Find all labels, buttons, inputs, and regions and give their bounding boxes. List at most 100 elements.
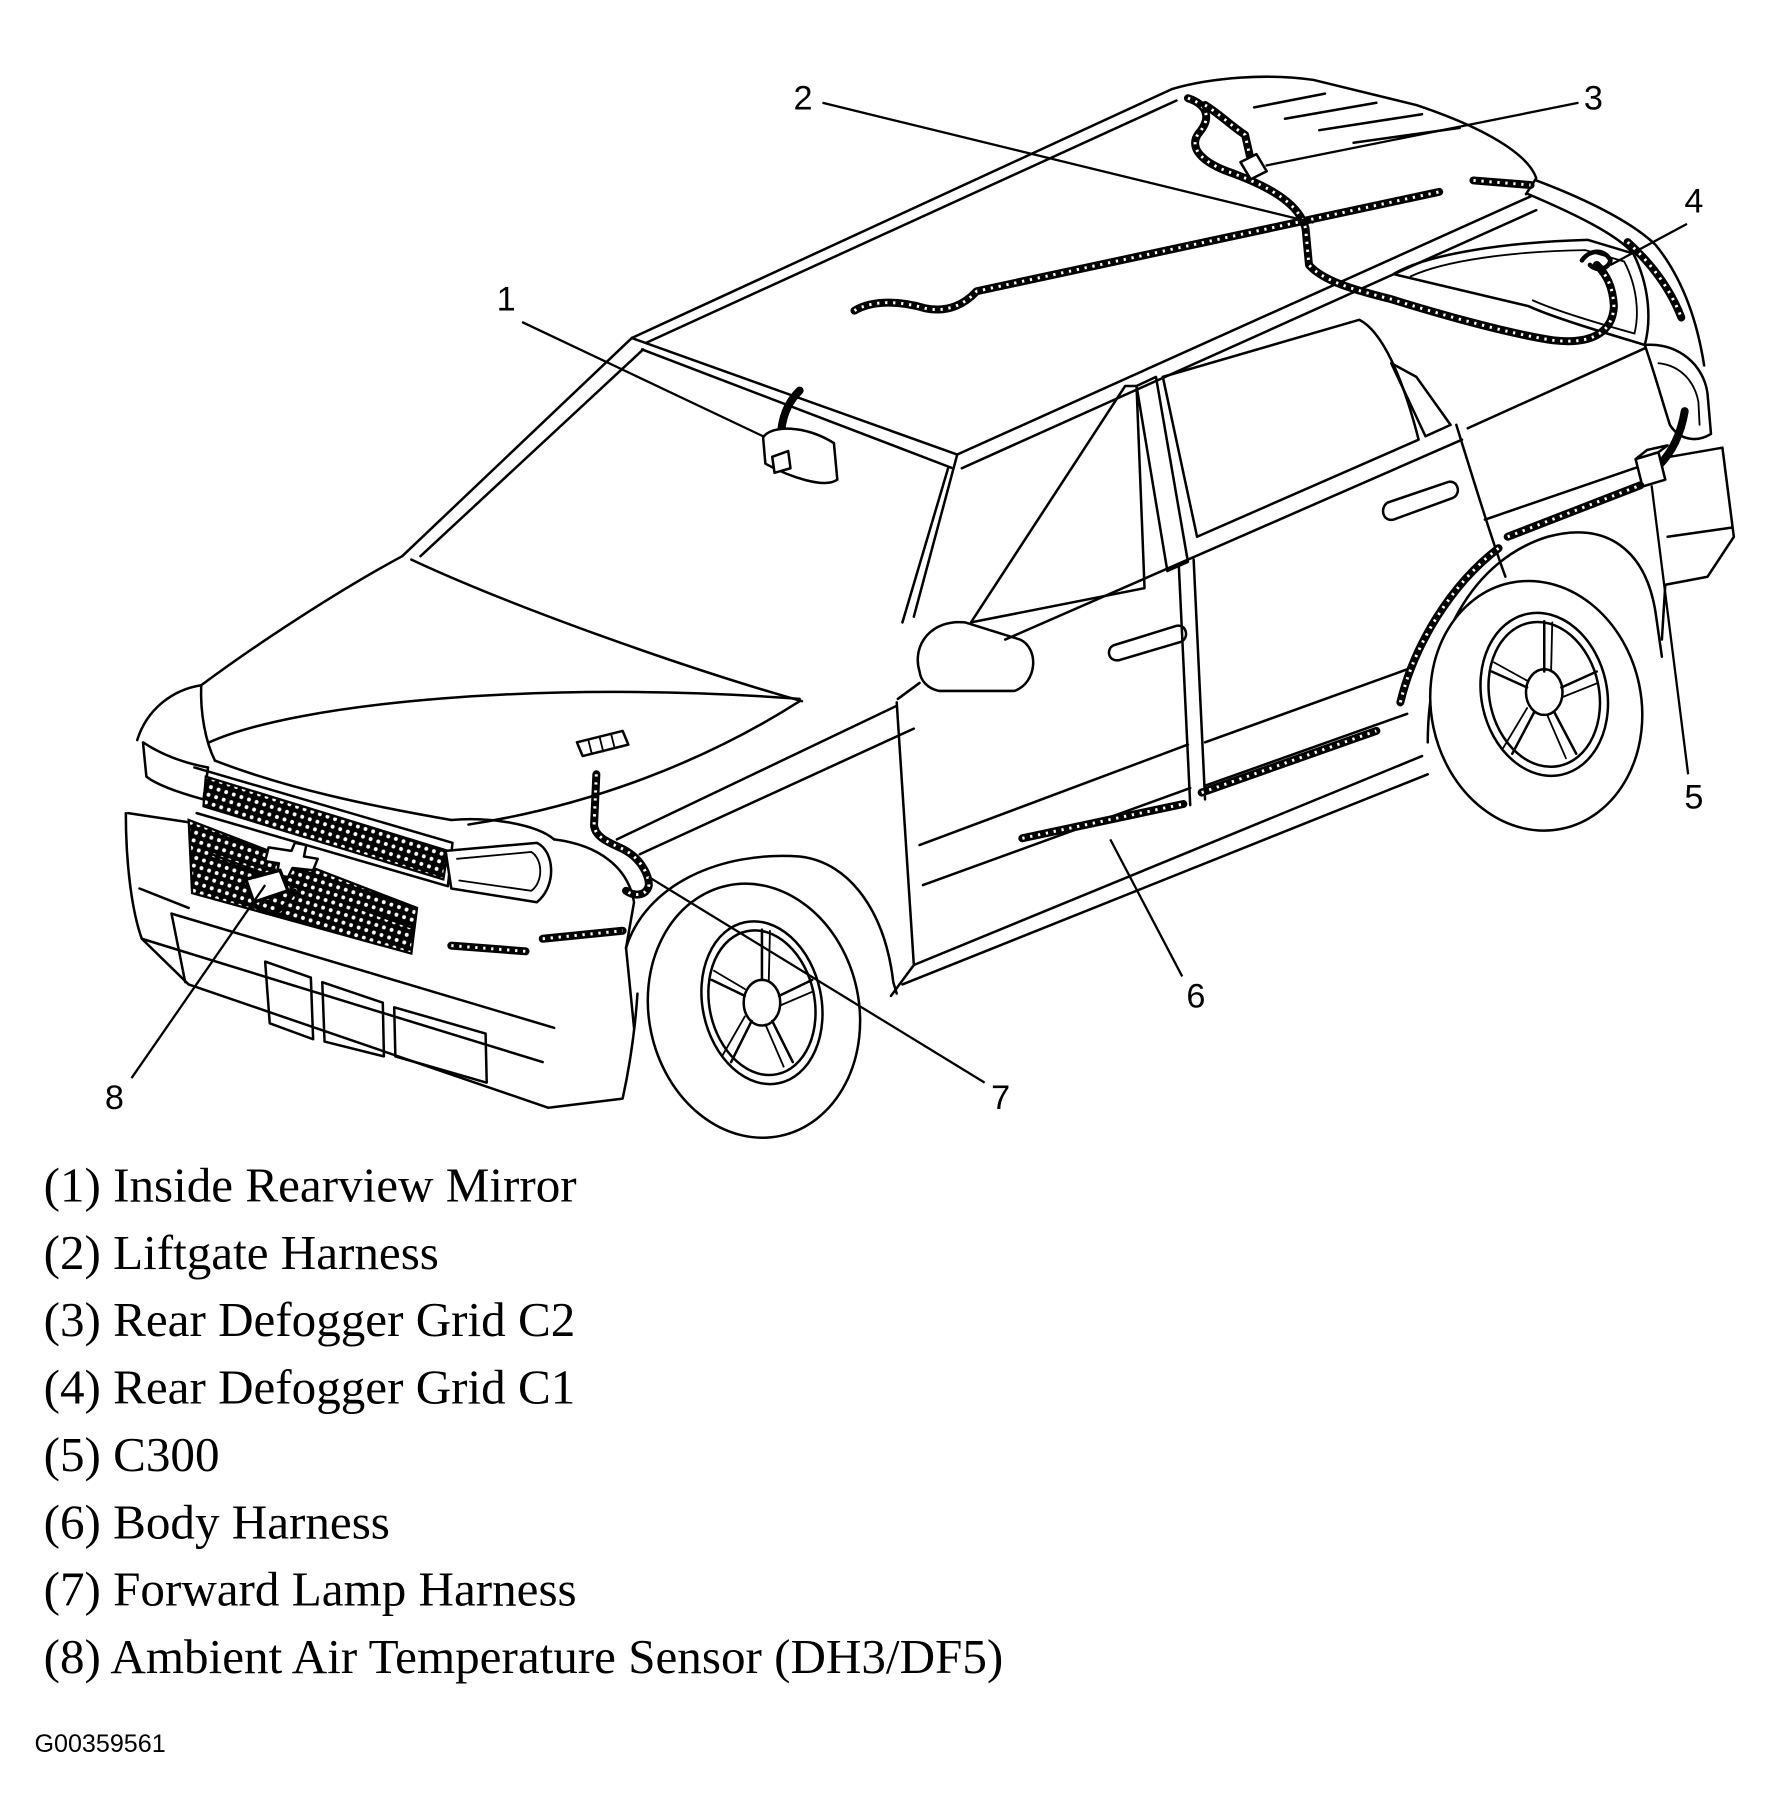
hood-rear-left-edge xyxy=(199,554,404,687)
body-harness xyxy=(1018,481,1645,843)
rear-glass-edge-trim xyxy=(1623,238,1686,322)
callout-2: 2 xyxy=(794,80,813,118)
underbody-line xyxy=(889,963,916,998)
taillight xyxy=(1643,343,1713,441)
front-rim xyxy=(700,920,824,1086)
c300-connector-top xyxy=(1634,444,1669,461)
body-harness-front-door-beads xyxy=(1022,802,1184,840)
front-fascia xyxy=(124,683,639,1110)
defogger-c2-lead xyxy=(1201,101,1255,164)
rear-roof-trim-beads xyxy=(1473,178,1531,187)
ambient-sensor-wire xyxy=(251,888,297,915)
rear-door-window xyxy=(1161,318,1420,539)
leader-line-2 xyxy=(822,101,1314,224)
defogger-c2-connector xyxy=(1239,152,1268,181)
rear-door xyxy=(1161,318,1507,787)
ambient-air-temperature-sensor xyxy=(244,868,297,915)
a-pillar-right-inner xyxy=(901,466,950,624)
forward-lamp-harness xyxy=(590,770,653,899)
rocker-lower-line xyxy=(901,773,1430,986)
taillight-inner xyxy=(1657,362,1701,426)
callout-5: 5 xyxy=(1684,779,1703,817)
leader-line-3 xyxy=(1265,101,1579,167)
roof-spoiler-slat xyxy=(1318,112,1424,132)
hood xyxy=(199,554,801,841)
roof-right-inner-edge xyxy=(960,208,1538,470)
grille-bar xyxy=(210,852,413,929)
side-mirror-housing xyxy=(916,620,1035,693)
door-gap xyxy=(1177,564,1192,807)
callout-leader-lines xyxy=(130,101,1690,1084)
side-mirror xyxy=(896,620,1035,701)
rear-door-handle xyxy=(1381,480,1460,521)
leader-line-6 xyxy=(1109,838,1184,977)
legend-item-5: (5) C300 xyxy=(44,1427,220,1482)
belt-line xyxy=(1003,438,1464,641)
front-wheel xyxy=(646,882,862,1139)
b-pillar xyxy=(1135,375,1190,573)
left-fender-edge xyxy=(135,683,203,742)
bumper-upper-line xyxy=(126,811,190,824)
callout-4: 4 xyxy=(1684,182,1703,220)
bumper-mid-line xyxy=(138,887,190,910)
bumper-slot xyxy=(263,960,315,1041)
fender-shoulder-lower-line xyxy=(638,727,916,856)
roof-left-inner-edge xyxy=(645,99,1178,344)
rear-defogger-grid-c1 xyxy=(1579,249,1613,272)
inside-rearview-mirror xyxy=(761,386,839,485)
rear-rim xyxy=(1479,611,1610,778)
rear-body xyxy=(1392,176,1736,744)
roof-rear-edge xyxy=(1170,75,1538,196)
a-pillar-left-inner xyxy=(419,348,645,558)
front-door xyxy=(895,375,1464,967)
body-harness-wheel-arch xyxy=(1396,544,1503,707)
legend-item-4: (4) Rear Defogger Grid C1 xyxy=(44,1360,576,1415)
quarter-window xyxy=(1389,361,1452,438)
callout-3: 3 xyxy=(1584,80,1603,118)
callout-7: 7 xyxy=(991,1079,1010,1117)
liftgate-harness xyxy=(1183,94,1618,346)
rear-door-character-line xyxy=(1203,666,1412,744)
mirror-mount xyxy=(770,449,792,475)
leader-line-7 xyxy=(648,876,986,1084)
defogger-c1-connector xyxy=(1579,249,1613,272)
roof-spoiler-slat xyxy=(1252,92,1327,109)
hood-front-edge xyxy=(199,683,217,762)
headlamp-top-line xyxy=(450,817,556,841)
liftgate-harness-beads xyxy=(1187,96,1616,343)
fascia-left-corner xyxy=(170,912,187,984)
legend-item-2: (2) Liftgate Harness xyxy=(44,1225,439,1280)
left-headlamp xyxy=(141,741,210,801)
rear-window-inner xyxy=(1409,249,1638,335)
rear-door-lower-line xyxy=(1203,712,1409,787)
callout-6: 6 xyxy=(1186,977,1205,1015)
windshield xyxy=(400,336,959,703)
hood-vent xyxy=(575,729,630,758)
ambient-sensor-body xyxy=(244,868,290,904)
leader-line-8 xyxy=(130,884,267,1079)
legend-item-1: (1) Inside Rearview Mirror xyxy=(44,1157,577,1212)
hood-leading-line xyxy=(207,690,801,744)
bumper-slot xyxy=(392,1006,488,1084)
legend-item-6: (6) Body Harness xyxy=(44,1494,390,1549)
side-mirror-arm xyxy=(896,681,921,701)
rocker-panel xyxy=(889,754,1430,998)
rocker-upper-line xyxy=(912,754,1424,967)
front-door-lower-line xyxy=(921,786,1192,887)
defogger-c2-lead-beads xyxy=(1204,103,1253,161)
vehicle-line-drawing xyxy=(124,75,1736,1139)
rear-wheel xyxy=(1428,579,1644,832)
a-pillar-left xyxy=(400,336,634,558)
legend-item-7: (7) Forward Lamp Harness xyxy=(44,1562,577,1617)
rear-quarter-top-line xyxy=(1466,347,1647,430)
legend-item-8: (8) Ambient Air Temperature Sensor (DH3/… xyxy=(44,1629,1004,1684)
bowtie-emblem xyxy=(263,841,319,879)
rear-glass-edge-trim-beads xyxy=(1626,241,1683,319)
figure-id: G00359561 xyxy=(34,1730,165,1758)
front-door-handle xyxy=(1107,624,1188,662)
rear-bumper-lower-line xyxy=(1666,526,1733,539)
front-hub xyxy=(742,978,782,1027)
right-headlamp xyxy=(444,841,553,904)
fender-front-edge xyxy=(552,838,636,950)
